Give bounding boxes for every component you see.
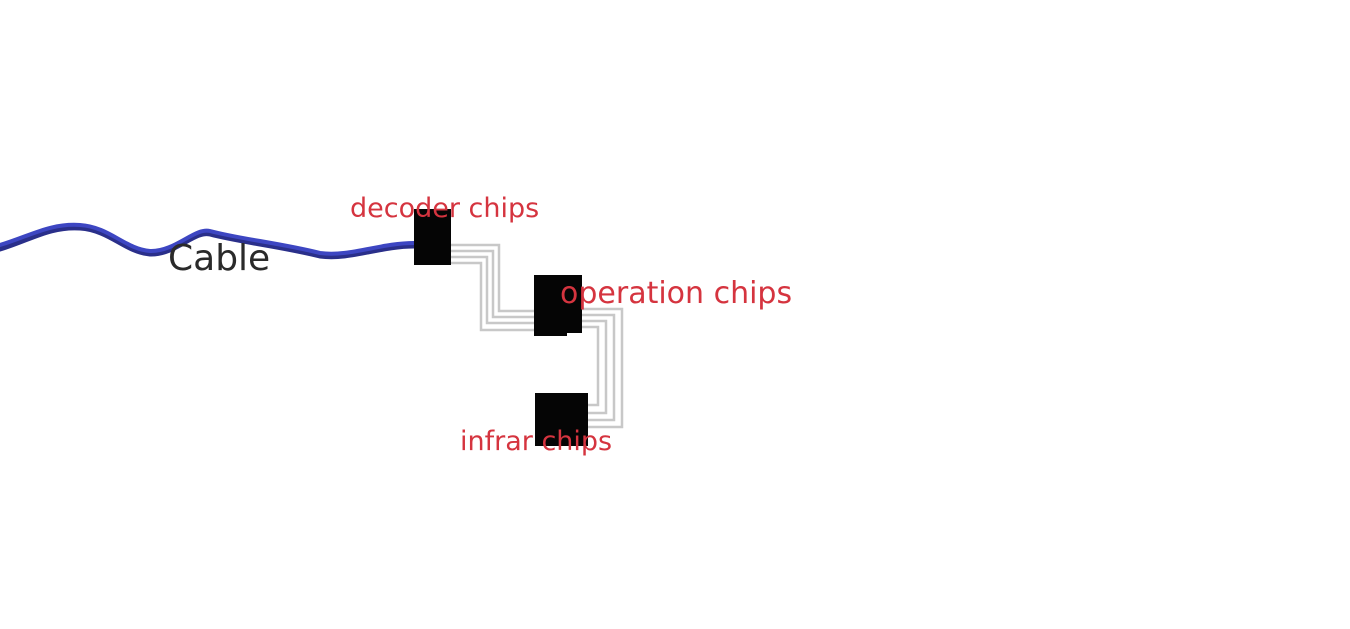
infrared-chip: infrar chips xyxy=(460,393,612,457)
wire xyxy=(451,243,535,313)
wires-operation-to-infrared xyxy=(582,307,624,429)
operation-chip-label: operation chips xyxy=(560,276,792,311)
wire xyxy=(582,319,608,415)
infrared-chip-label: infrar chips xyxy=(460,426,612,457)
decoder-chip-body xyxy=(414,209,451,265)
wires-decoder-to-operation xyxy=(451,243,535,332)
wire xyxy=(582,325,600,407)
wire xyxy=(582,307,624,429)
cable-path xyxy=(0,222,416,256)
wire xyxy=(451,261,535,332)
cable-shadow-path xyxy=(0,225,417,260)
operation-chip: operation chips xyxy=(534,275,792,336)
infrared-chip-body xyxy=(535,393,588,446)
cable: Cable xyxy=(0,222,417,279)
cable-label: Cable xyxy=(168,238,270,279)
wire xyxy=(451,255,535,325)
wire xyxy=(451,249,535,319)
decoder-chip-label: decoder chips xyxy=(350,193,539,224)
operation-chip-body-notch xyxy=(534,320,567,336)
wire xyxy=(582,313,616,422)
decoder-chip: decoder chips xyxy=(350,193,539,265)
